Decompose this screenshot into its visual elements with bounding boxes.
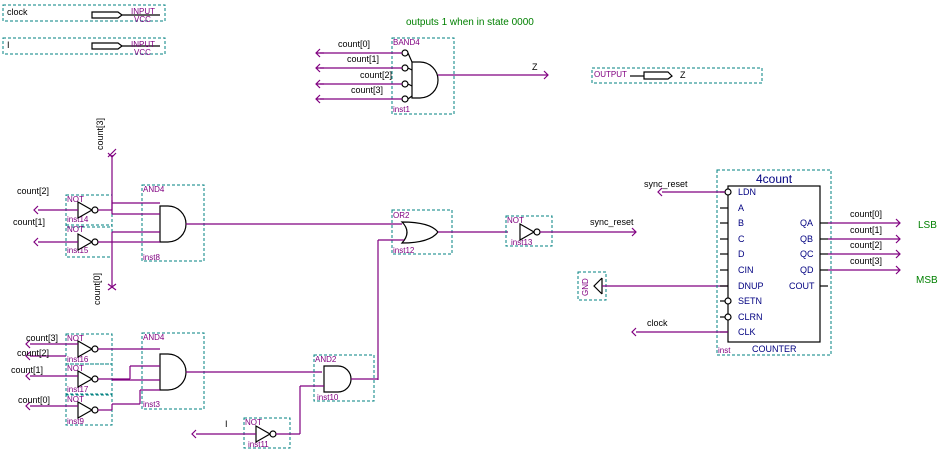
not9-inst: inst9 (67, 417, 84, 426)
not17-type: NOT (67, 364, 84, 373)
net-label-count1-top: count[1] (347, 54, 379, 64)
msb-label: MSB (916, 275, 938, 286)
net-label-count2-out: count[2] (850, 240, 882, 250)
pin-qb: QB (800, 234, 813, 244)
net-label-count1-mid: count[1] (13, 217, 45, 227)
output-type-label: OUTPUT (594, 70, 627, 79)
and4-mid-type: AND4 (143, 185, 165, 194)
or2-inst: inst12 (393, 246, 415, 255)
net-label-sync-reset-in: sync_reset (644, 179, 688, 189)
input-i-name: I (7, 40, 10, 50)
pin-qc: QC (800, 249, 814, 259)
net-label-sync-reset-out: sync_reset (590, 217, 634, 227)
not11-type: NOT (245, 418, 262, 427)
lsb-label: LSB (918, 220, 937, 231)
or2-gate-inst12[interactable]: OR2 inst12 (391, 209, 453, 255)
not11-inst: inst11 (248, 440, 269, 449)
net-label-clock: clock (647, 318, 668, 328)
and4-gate-inst3[interactable]: AND4 inst3 (141, 332, 205, 410)
pin-b: B (738, 218, 744, 228)
pin-cin: CIN (738, 265, 754, 275)
counter-4count[interactable]: 4count COUNTER inst LDN A B C D CIN DNUP… (716, 169, 832, 356)
input-clock-name: clock (7, 7, 28, 17)
gnd-symbol[interactable]: GND (577, 271, 607, 301)
pin-clrn: CLRN (738, 312, 763, 322)
not14-inst: inst14 (67, 215, 89, 224)
counter-footer: COUNTER (752, 344, 797, 354)
pin-cout: COUT (789, 281, 815, 291)
and4-low-inst: inst3 (143, 400, 160, 409)
and4-low-type: AND4 (143, 333, 165, 342)
band4-type-label: BAND4 (393, 38, 420, 47)
net-label-count3-low: count[3] (26, 333, 58, 343)
band4-gate-inst1[interactable]: BAND4 inst1 (391, 37, 455, 115)
not17-inst: inst17 (67, 385, 89, 394)
output-name-label: Z (680, 70, 686, 80)
pin-c: C (738, 234, 745, 244)
and4-mid-inst: inst8 (143, 253, 160, 262)
not13-type: NOT (507, 216, 524, 225)
pin-dnup: DNUP (738, 281, 764, 291)
band4-inst-label: inst1 (393, 105, 410, 114)
and2-inst: inst10 (317, 393, 339, 402)
input-clock-type: INPUT (131, 7, 155, 16)
and4-gate-inst8[interactable]: AND4 inst8 (141, 184, 205, 262)
net-label-i: I (225, 419, 228, 429)
pin-clk: CLK (738, 327, 756, 337)
counter-inst: inst (718, 346, 731, 355)
net-label-count2-mid: count[2] (17, 186, 49, 196)
not13-inst: inst13 (511, 238, 533, 247)
or2-type: OR2 (393, 211, 410, 220)
and2-gate-inst10[interactable]: AND2 inst10 (313, 354, 375, 402)
and2-type: AND2 (315, 355, 337, 364)
not15-type: NOT (67, 225, 84, 234)
output-pin-z[interactable]: OUTPUT Z (591, 67, 763, 84)
net-label-count2-top: count[2] (360, 70, 392, 80)
net-label-count0-top: count[0] (338, 39, 370, 49)
state-annotation: outputs 1 when in state 0000 (406, 17, 534, 28)
net-label-count1-out: count[1] (850, 225, 882, 235)
input-i-default: VCC (134, 48, 151, 57)
input-i-type: INPUT (131, 40, 155, 49)
not-gate-inst15[interactable]: NOT inst15 (65, 224, 113, 258)
net-label-count2-low: count[2] (17, 348, 49, 358)
pin-setn: SETN (738, 296, 762, 306)
not-gate-inst9[interactable]: NOT inst9 (65, 394, 113, 426)
not16-type: NOT (67, 334, 84, 343)
counter-title: 4count (756, 172, 793, 186)
net-label-count0-out: count[0] (850, 209, 882, 219)
not9-type: NOT (67, 395, 84, 404)
not-gate-inst11[interactable]: NOT inst11 (243, 417, 291, 449)
not14-type: NOT (67, 195, 84, 204)
not-gate-inst16[interactable]: NOT inst16 (65, 333, 113, 365)
pin-ldn: LDN (738, 187, 756, 197)
not16-inst: inst16 (67, 355, 89, 364)
pin-a: A (738, 203, 744, 213)
pin-qd: QD (800, 265, 814, 275)
net-label-count0-low: count[0] (18, 395, 50, 405)
not-gate-inst13[interactable]: NOT inst13 (505, 215, 553, 247)
net-label-count3-vert: count[3] (95, 118, 105, 150)
pin-d: D (738, 249, 745, 259)
net-label-count3-out: count[3] (850, 256, 882, 266)
input-pin-clock[interactable]: clock INPUT VCC (2, 4, 166, 24)
net-label-count1-low: count[1] (11, 365, 43, 375)
net-label-count0-vert: count[0] (92, 273, 102, 305)
net-label-count3-top: count[3] (351, 85, 383, 95)
input-pin-i[interactable]: I INPUT VCC (2, 37, 166, 57)
pin-qa: QA (800, 218, 813, 228)
input-clock-default: VCC (134, 15, 151, 24)
net-label-z: Z (532, 62, 538, 72)
not-gate-inst14[interactable]: NOT inst14 (65, 194, 113, 228)
gnd-label: GND (581, 278, 590, 296)
